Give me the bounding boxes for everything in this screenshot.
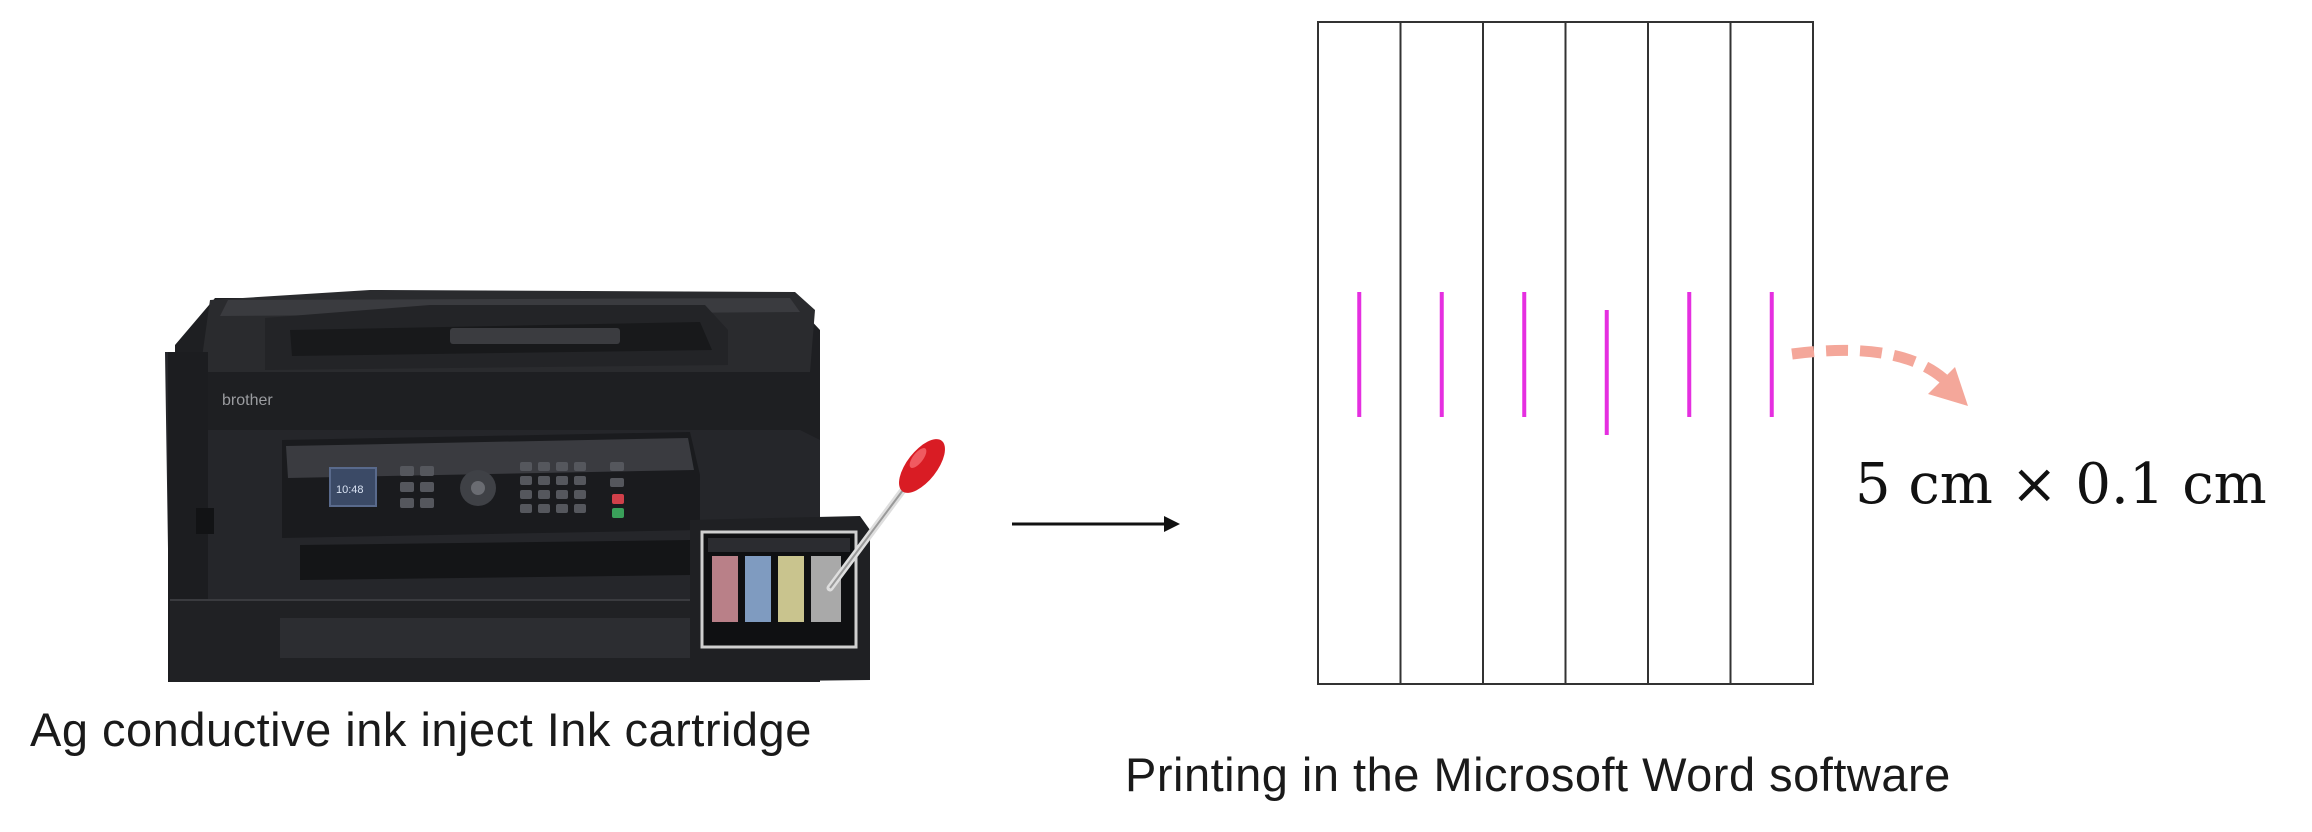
ink-tank-2 [745, 556, 771, 622]
printer-brand-text: brother [222, 392, 273, 409]
strip-lines [1357, 292, 1774, 435]
dashed-arrow [1791, 344, 1968, 406]
process-arrow [1012, 516, 1180, 532]
ink-tank-4 [811, 556, 841, 622]
left-caption: Ag conductive ink inject Ink cartridge [30, 703, 812, 756]
ink-tank-3 [778, 556, 804, 622]
ink-tanks [712, 556, 841, 622]
print-layout [1317, 21, 1814, 685]
dropper-icon [826, 439, 945, 592]
printer-illustration: brother 10:48 [165, 290, 945, 682]
right-caption: Printing in the Microsoft Word software [1125, 748, 1951, 801]
printer-screen [329, 467, 377, 507]
ink-tank-1 [712, 556, 738, 622]
printer-screen-text: 10:48 [336, 484, 364, 496]
dimension-label: 5 cm × 0.1 cm [1855, 452, 2267, 517]
strip-dividers [1399, 22, 1732, 684]
control-buttons [400, 462, 624, 513]
paper-output-slot [300, 540, 690, 580]
